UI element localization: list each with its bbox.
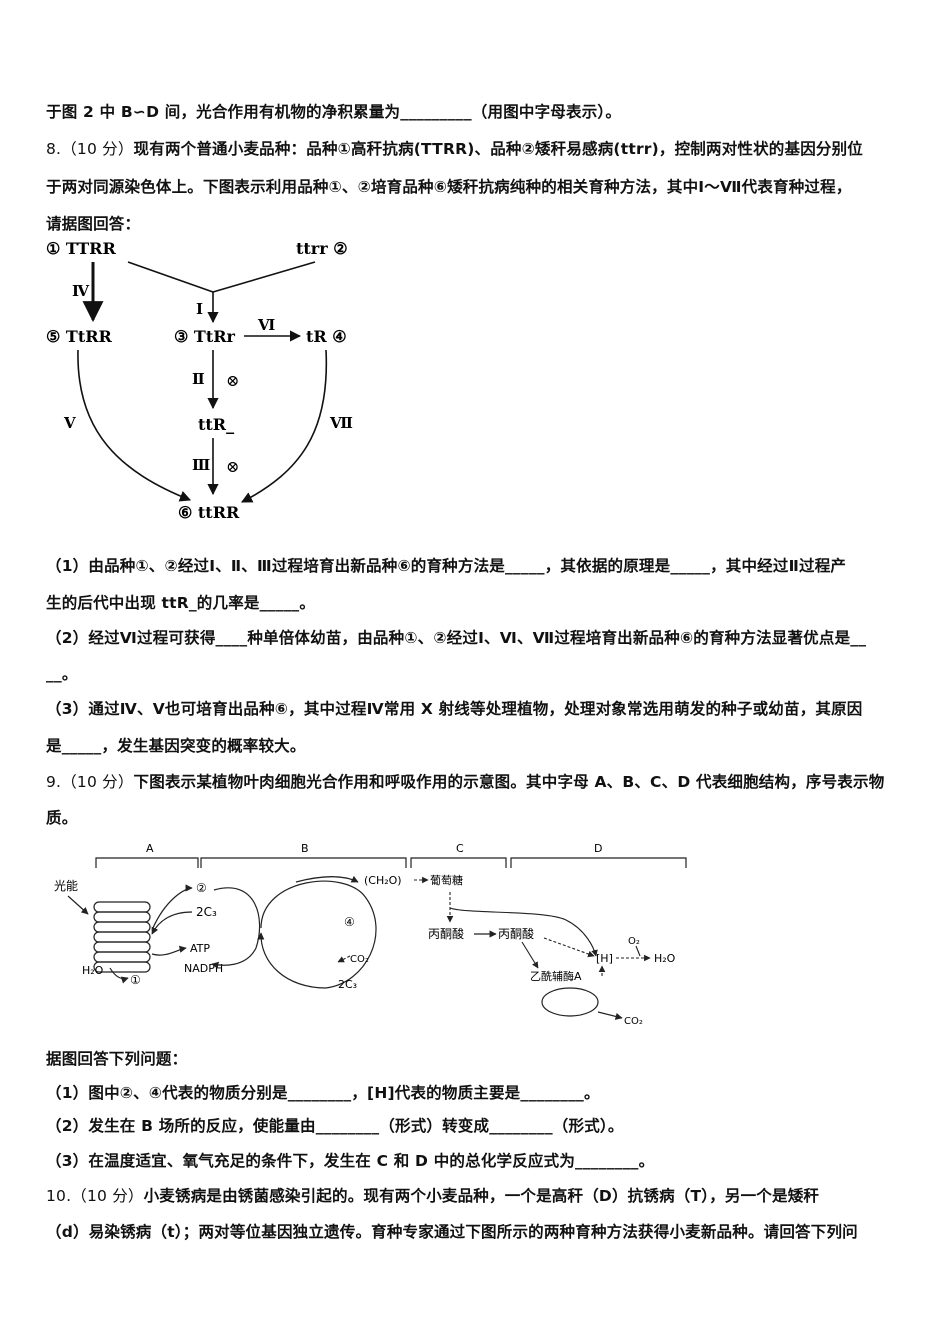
question-9-part-3: （3）在温度适宜、氧气充足的条件下，发生在 C 和 D 中的总化学反应式为___… xyxy=(46,1152,655,1170)
question-10-number: 10.（10 分） xyxy=(46,1187,144,1205)
calvin-cycle-return xyxy=(257,932,327,989)
co2-calvin-label: CO₂ xyxy=(350,954,369,965)
question-9-part-1: （1）图中②、④代表的物质分别是________，[H]代表的物质主要是____… xyxy=(46,1084,600,1102)
question-9-number: 9.（10 分） xyxy=(46,773,134,791)
question-8-part-3a: （3）通过Ⅳ、Ⅴ也可培育出品种⑥，其中过程Ⅳ常用 X 射线等处理植物，处理对象常… xyxy=(46,700,863,718)
node-6-label: ⑥ ttRR xyxy=(178,503,240,522)
label-b: B xyxy=(301,842,309,855)
thylakoid-stack-icon xyxy=(93,901,151,973)
acetyl-coa-label: 乙酰辅酶A xyxy=(530,969,582,983)
question-8-text: 现有两个普通小麦品种：品种①高秆抗病(TTRR)、品种②矮秆易感病(ttrr)，… xyxy=(133,140,864,158)
question-9-intro: 据图回答下列问题： xyxy=(46,1050,188,1068)
question-10-text: 小麦锈病是由锈菌感染引起的。现有两个小麦品种，一个是高秆（D）抗锈病（T），另一… xyxy=(143,1187,820,1205)
substance-1-label: ① xyxy=(130,973,141,987)
process-7-label: Ⅶ xyxy=(329,414,353,432)
cell-metabolism-diagram: A B C D 光能 ② 2C₃ ATP NADPH H₂O ① ④ 2C₃ C… xyxy=(54,842,687,1027)
krebs-cycle xyxy=(541,987,599,1017)
question-8-part-2b: __。 xyxy=(46,665,78,683)
question-8-number: 8.（10 分） xyxy=(46,140,134,158)
question-9-line-2: 质。 xyxy=(46,809,78,827)
process-2-label: Ⅱ xyxy=(192,370,205,388)
cycle-to-co2-arrow xyxy=(597,1011,623,1020)
question-9-part-2: （2）发生在 B 场所的反应，使能量由________（形式）转变成______… xyxy=(46,1117,624,1135)
process-1-label: Ⅰ xyxy=(196,300,203,318)
label-c: C xyxy=(456,842,464,855)
cross-line-right xyxy=(212,261,316,293)
glucose-to-h-arrow xyxy=(449,907,598,957)
water-right-label: H₂O xyxy=(654,952,676,965)
bracket-a xyxy=(95,857,199,868)
co2-calvin-arrow xyxy=(337,955,351,963)
question-10-line-2: （d）易染锈病（t）；两对等位基因独立遗传。育种专家通过下图所示的两种育种方法获… xyxy=(46,1223,858,1241)
process-6-label: Ⅵ xyxy=(257,316,275,334)
water-left-label: H₂O xyxy=(82,964,104,977)
oxygen-arrow xyxy=(635,945,641,957)
pyruvate-to-acetyl-arrow xyxy=(521,941,539,969)
bracket-c xyxy=(410,857,507,868)
text-line-answer-prompt: 于图 2 中 B∽D 间，光合作用有机物的净积累量为_________（用图中字… xyxy=(46,103,622,121)
pyruvate-1-label: 丙酮酸 xyxy=(428,926,464,941)
arrow-to-2 xyxy=(151,884,193,931)
substance-2-label: ② xyxy=(196,881,207,895)
question-8-part-1b: 生的后代中出现 ttR_的几率是_____。 xyxy=(46,594,316,612)
nadph-label: NADPH xyxy=(184,962,223,975)
arrow-from-3 xyxy=(151,911,193,935)
light-arrow xyxy=(67,895,89,915)
arrow-process-5 xyxy=(77,349,192,502)
label-a: A xyxy=(146,842,154,855)
intermediate-label: ttR_ xyxy=(198,415,234,434)
arrow-water-split xyxy=(109,967,129,984)
breeding-diagram: ① TTRR ttrr ② Ⅰ Ⅳ ⑤ TtRR ③ TtRr tR ④ Ⅵ Ⅱ… xyxy=(46,239,353,522)
question-9-text: 下图表示某植物叶肉细胞光合作用和呼吸作用的示意图。其中字母 A、B、C、D 代表… xyxy=(133,773,885,791)
label-d: D xyxy=(594,842,602,855)
selfing-icon-1: ⊗ xyxy=(226,371,239,390)
question-8-line-3: 请据图回答： xyxy=(46,215,141,233)
question-8-line-2: 于两对同源染色体上。下图表示利用品种①、②培育品种⑥矮秆抗病纯种的相关育种方法，… xyxy=(46,178,852,196)
bracket-b xyxy=(200,857,407,868)
arrow-to-atp xyxy=(151,945,187,956)
selfing-icon-2: ⊗ xyxy=(226,457,239,476)
node-1-label: ① TTRR xyxy=(46,239,116,258)
bracket-d xyxy=(510,857,687,868)
oxygen-label: O₂ xyxy=(628,936,640,947)
question-10-line-1: 10.（10 分）小麦锈病是由锈菌感染引起的。现有两个小麦品种，一个是高秆（D）… xyxy=(46,1184,916,1206)
process-4-label: Ⅳ xyxy=(72,282,90,300)
co2-cycle-label: CO₂ xyxy=(624,1016,643,1027)
question-8-part-2a: （2）经过Ⅵ过程可获得____种单倍体幼苗，由品种①、②经过Ⅰ、Ⅵ、Ⅶ过程培育出… xyxy=(46,629,867,647)
atp-label: ATP xyxy=(190,942,210,955)
light-energy-label: 光能 xyxy=(54,879,78,893)
process-3-label: Ⅲ xyxy=(192,456,210,474)
question-9-line-1: 9.（10 分）下图表示某植物叶肉细胞光合作用和呼吸作用的示意图。其中字母 A、… xyxy=(46,770,916,792)
ch2o-label: (CH₂O) xyxy=(364,874,402,887)
process-5-label: Ⅴ xyxy=(63,414,76,432)
node-4-label: tR ④ xyxy=(306,327,347,346)
substance-3-label: 2C₃ xyxy=(196,905,217,919)
node-3-label: ③ TtRr xyxy=(174,327,236,346)
node-2-label: ttrr ② xyxy=(296,239,348,258)
c3-label: 2C₃ xyxy=(338,978,357,991)
pyruvate-2-label: 丙酮酸 xyxy=(498,926,534,941)
question-8-part-3b: 是_____，发生基因突变的概率较大。 xyxy=(46,737,306,755)
calvin-cycle-outer xyxy=(260,880,377,989)
node-5-label: ⑤ TtRR xyxy=(46,327,113,346)
question-8-part-1a: （1）由品种①、②经过Ⅰ、Ⅱ、Ⅲ过程培育出新品种⑥的育种方法是_____，其依据… xyxy=(46,557,847,575)
arrow-process-7 xyxy=(241,349,328,503)
arrow-to-ch2o xyxy=(295,875,359,883)
cross-line-left xyxy=(127,261,214,293)
question-8-line-1: 8.（10 分）现有两个普通小麦品种：品种①高秆抗病(TTRR)、品种②矮秆易感… xyxy=(46,137,916,159)
substance-4-label: ④ xyxy=(344,915,355,929)
pyruvate-to-h-arrow xyxy=(543,937,595,958)
h-label: [H] xyxy=(596,952,613,965)
glucose-label: 葡萄糖 xyxy=(430,873,463,887)
arrow-atp-cycle-left xyxy=(211,887,261,969)
